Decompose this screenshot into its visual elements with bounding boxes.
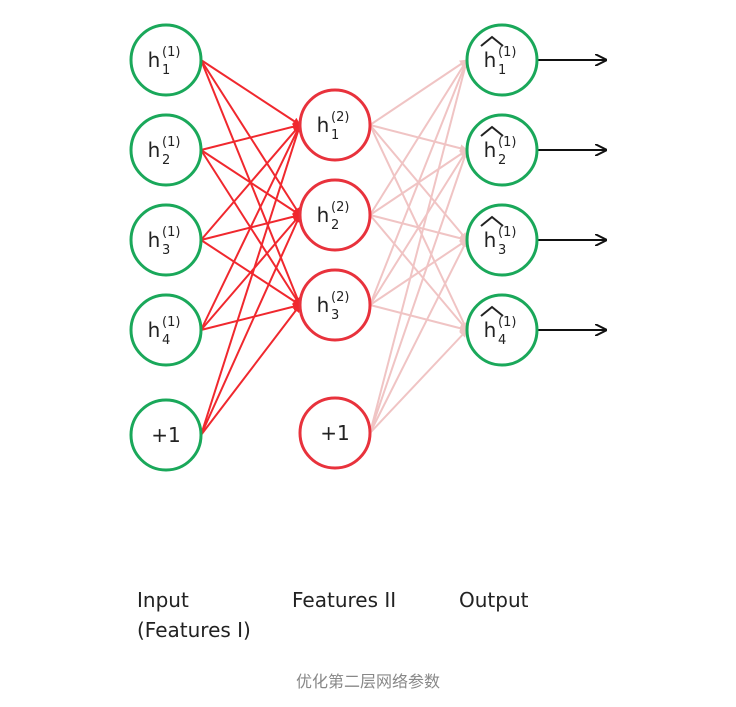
input-bias-label: +1: [151, 423, 180, 447]
input-node-superscript: (1): [162, 315, 180, 330]
input-node-base: h: [148, 318, 161, 342]
edge-input-4-to-features2-2: [200, 214, 301, 331]
output-node-subscript: 4: [498, 333, 506, 348]
features2-node-circle: [298, 178, 372, 252]
output-node-4: h(1) 4: [465, 293, 539, 367]
input-node-2: h(1) 2: [129, 113, 203, 187]
input-layer-label-line1: Input: [137, 588, 189, 612]
nodes: h(1)1h(1)2h(1)3h(1)4+1h(2)1h(2)2h(2)3+1h…: [129, 23, 539, 472]
edges-input-to-features2: [200, 59, 302, 436]
input-node-base: h: [148, 138, 161, 162]
edge-input-5-to-features2-2: [200, 214, 301, 436]
features2-node-1: h(2) 1: [298, 88, 372, 162]
input-layer-label: Input (Features I): [137, 585, 251, 645]
features2-node-base: h: [317, 293, 330, 317]
edges-features2-to-output: [369, 59, 470, 434]
input-layer-label-line2: (Features I): [137, 618, 251, 642]
input-node-1: h(1) 1: [129, 23, 203, 97]
input-node-subscript: 3: [162, 243, 170, 258]
features2-node-circle: [298, 268, 372, 342]
edge-input-1-to-features2-1: [200, 59, 301, 126]
features2-node-subscript: 3: [331, 308, 339, 323]
input-node-circle: [129, 293, 203, 367]
input-node-3: h(1) 3: [129, 203, 203, 277]
output-node-subscript: 1: [498, 63, 506, 78]
features2-node-superscript: (2): [331, 290, 349, 305]
figure-caption: 优化第二层网络参数: [295, 672, 440, 691]
features2-node-2: h(2) 2: [298, 178, 372, 252]
edge-features2-1-to-output-1: [369, 59, 468, 126]
output-node-base: h: [484, 48, 497, 72]
output-node-circle: [465, 203, 539, 277]
edge-input-4-to-features2-1: [200, 124, 301, 331]
features2-node-base: h: [317, 113, 330, 137]
features2-node-3: h(2) 3: [298, 268, 372, 342]
output-node-subscript: 2: [498, 153, 506, 168]
output-node-1: h(1) 1: [465, 23, 539, 97]
input-node-superscript: (1): [162, 225, 180, 240]
edge-features2-3-to-output-2: [369, 149, 468, 306]
output-node-base: h: [484, 318, 497, 342]
features2-node-base: h: [317, 203, 330, 227]
edge-features2-4-to-output-3: [369, 239, 468, 434]
edge-features2-3-to-output-1: [369, 59, 469, 306]
output-layer-label: Output: [459, 588, 529, 612]
input-node-subscript: 1: [162, 63, 170, 78]
edge-input-2-to-features2-1: [200, 122, 301, 151]
edge-features2-4-to-output-2: [369, 149, 469, 434]
input-node-circle: [129, 398, 203, 472]
features2-node-subscript: 1: [331, 128, 339, 143]
edge-input-5-to-features2-3: [200, 304, 301, 436]
edge-features2-4-to-output-1: [369, 59, 470, 434]
edge-input-4-to-features2-3: [200, 302, 301, 331]
output-node-circle: [465, 113, 539, 187]
features2-layer-label: Features II: [292, 588, 397, 612]
edge-features2-3-to-output-3: [369, 239, 468, 306]
input-node-circle: [129, 113, 203, 187]
features2-node-4: +1: [298, 396, 372, 470]
input-node-base: h: [148, 48, 161, 72]
features2-bias-label: +1: [320, 421, 349, 445]
input-node-subscript: 2: [162, 153, 170, 168]
input-node-circle: [129, 23, 203, 97]
edge-input-3-to-features2-1: [200, 124, 301, 241]
output-node-3: h(1) 3: [465, 203, 539, 277]
features2-node-circle: [298, 396, 372, 470]
input-node-5: +1: [129, 398, 203, 472]
output-node-superscript: (1): [498, 45, 516, 60]
features2-node-superscript: (2): [331, 200, 349, 215]
input-node-superscript: (1): [162, 135, 180, 150]
edge-features2-2-to-output-1: [369, 59, 468, 216]
input-node-circle: [129, 203, 203, 277]
features2-node-subscript: 2: [331, 218, 339, 233]
output-node-2: h(1) 2: [465, 113, 539, 187]
input-node-subscript: 4: [162, 333, 170, 348]
input-node-base: h: [148, 228, 161, 252]
output-node-superscript: (1): [498, 225, 516, 240]
output-arrows: [537, 60, 606, 330]
output-node-circle: [465, 23, 539, 97]
output-node-superscript: (1): [498, 315, 516, 330]
edge-input-5-to-features2-1: [200, 124, 302, 436]
features2-node-circle: [298, 88, 372, 162]
input-node-4: h(1) 4: [129, 293, 203, 367]
features2-node-superscript: (2): [331, 110, 349, 125]
output-node-base: h: [484, 138, 497, 162]
hat-icon: [480, 215, 504, 227]
output-node-base: h: [484, 228, 497, 252]
input-node-superscript: (1): [162, 45, 180, 60]
edge-features2-3-to-output-4: [369, 304, 468, 333]
edge-features2-4-to-output-4: [369, 329, 468, 434]
output-node-superscript: (1): [498, 135, 516, 150]
hat-icon: [480, 35, 504, 47]
hat-icon: [480, 305, 504, 317]
output-node-subscript: 3: [498, 243, 506, 258]
output-node-circle: [465, 293, 539, 367]
hat-icon: [480, 125, 504, 137]
